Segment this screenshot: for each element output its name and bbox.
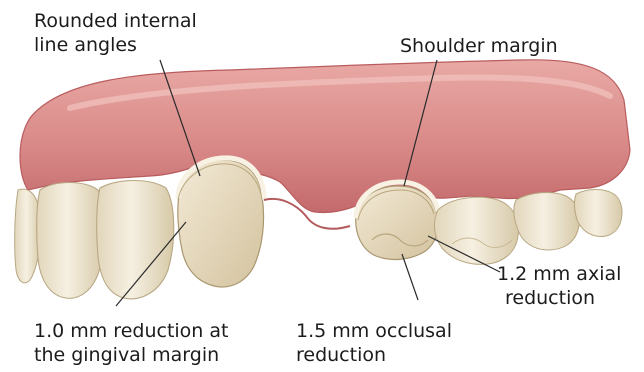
label-rounded-internal-line-angles: Rounded internal line angles bbox=[34, 9, 197, 57]
label-gingival-margin-reduction: 1.0 mm reduction at the gingival margin bbox=[34, 319, 228, 367]
tooth-posterior-1 bbox=[435, 197, 519, 264]
tooth-posterior-2 bbox=[514, 193, 580, 250]
label-occlusal-reduction: 1.5 mm occlusal reduction bbox=[296, 319, 452, 367]
tooth-left-1 bbox=[37, 183, 105, 299]
tooth-left-2 bbox=[97, 181, 174, 299]
leader-occlusal-reduction bbox=[402, 254, 418, 300]
label-axial-reduction: 1.2 mm axial reduction bbox=[497, 262, 621, 310]
tooth-posterior-3 bbox=[575, 190, 623, 237]
prepared-tooth-anterior bbox=[178, 160, 264, 287]
label-shoulder-margin: Shoulder margin bbox=[400, 34, 558, 58]
prepared-tooth-posterior bbox=[356, 186, 439, 259]
